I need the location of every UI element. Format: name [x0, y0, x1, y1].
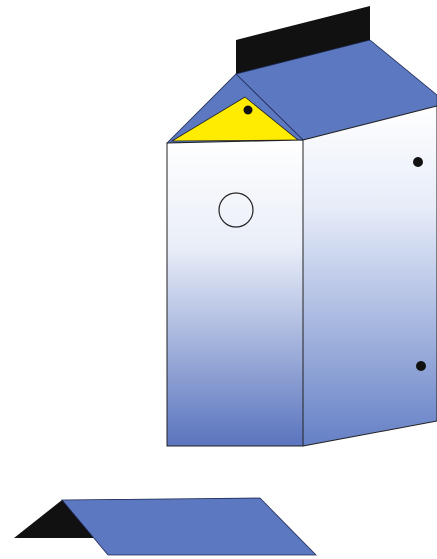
side-hole-top-dot: [413, 157, 423, 167]
side-hole-bottom-dot: [416, 361, 426, 371]
carton-side-face: [303, 106, 437, 446]
carton-front-face: [167, 140, 303, 446]
gable-hole-dot: [244, 106, 253, 115]
roof-piece-blue-slope: [62, 498, 316, 555]
